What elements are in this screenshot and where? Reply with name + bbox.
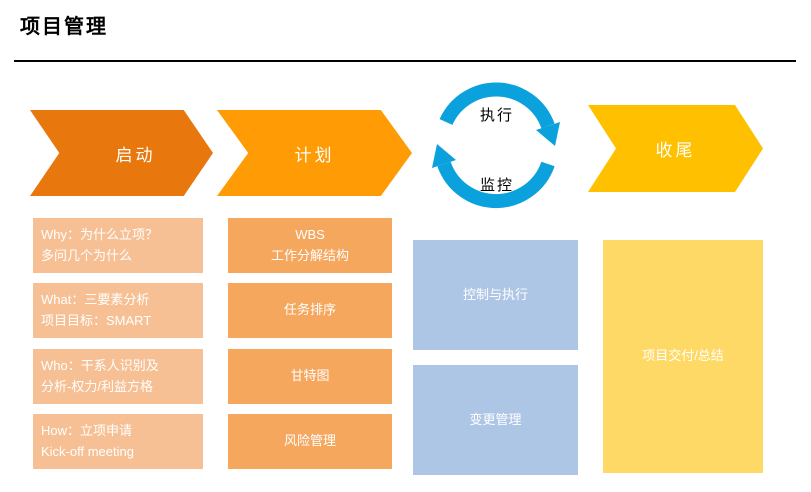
- card-text-line: Who：干系人识别及: [41, 358, 159, 374]
- planning-card-risk: 风险管理: [228, 414, 392, 469]
- card-text-line: 多问几个为什么: [41, 247, 133, 263]
- card-text-line: 风险管理: [283, 433, 336, 449]
- execute-monitor-cycle: 执行 监控: [424, 70, 570, 220]
- card-text-line: How：立项申请: [41, 423, 133, 439]
- stage-planning-chevron: 计划: [217, 110, 412, 196]
- monitoring-card-control: 控制与执行: [413, 240, 578, 350]
- monitoring-card-change: 变更管理: [413, 365, 578, 475]
- card-text-line: What：三要素分析: [41, 292, 150, 308]
- card-text-line: 项目目标：SMART: [41, 312, 152, 328]
- card-text-line: 项目交付/总结: [642, 348, 724, 364]
- initiation-card-who: Who：干系人识别及 分析-权力/利益方格: [33, 349, 203, 404]
- page-title: 项目管理: [20, 16, 108, 38]
- stage-closing-label: 收尾: [655, 141, 696, 160]
- initiation-card-why: Why：为什么立项？ 多问几个为什么: [33, 218, 203, 273]
- card-text-line: 甘特图: [290, 368, 330, 384]
- card-text-line: 分析-权力/利益方格: [41, 378, 153, 394]
- card-text-line: WBS: [295, 227, 325, 243]
- planning-card-sequencing: 任务排序: [228, 283, 392, 338]
- closing-card-delivery: 项目交付/总结: [603, 240, 763, 473]
- planning-card-gantt: 甘特图: [228, 349, 392, 404]
- stage-planning-label: 计划: [294, 145, 335, 165]
- stage-initiation-chevron: 启动: [30, 110, 213, 196]
- card-text-line: 工作分解结构: [270, 247, 349, 263]
- planning-card-wbs: WBS 工作分解结构: [228, 218, 392, 273]
- title-divider: [14, 60, 796, 62]
- cycle-arrows-icon: [432, 82, 560, 209]
- card-text-line: Kick-off meeting: [41, 443, 134, 459]
- card-text-line: 变更管理: [469, 411, 522, 427]
- initiation-card-what: What：三要素分析 项目目标：SMART: [33, 283, 203, 338]
- stage-initiation-label: 启动: [115, 145, 156, 165]
- execute-label: 执行: [479, 107, 514, 124]
- card-text-line: 任务排序: [283, 302, 336, 318]
- card-text-line: 控制与执行: [462, 286, 528, 302]
- stage-closing-chevron: 收尾: [588, 105, 763, 192]
- card-text-line: Why：为什么立项？: [41, 227, 159, 243]
- monitor-label: 监控: [479, 177, 514, 194]
- initiation-card-how: How：立项申请 Kick-off meeting: [33, 414, 203, 469]
